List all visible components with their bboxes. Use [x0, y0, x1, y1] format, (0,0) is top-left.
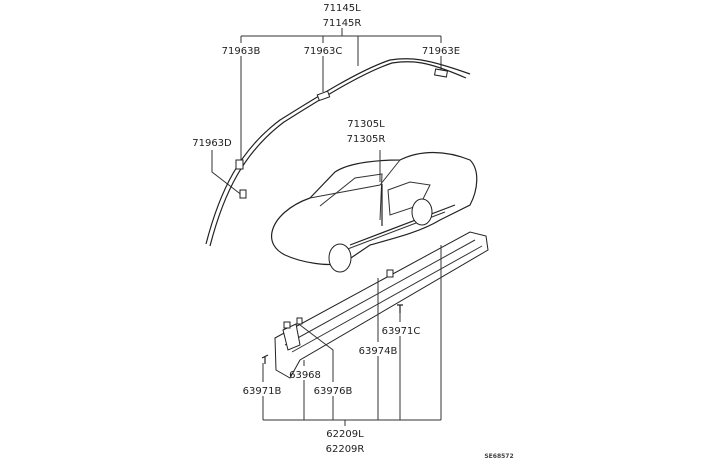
side-sill-garnish — [274, 231, 489, 379]
label-71305r: 71305R — [347, 134, 386, 145]
clip-icon — [235, 159, 244, 170]
label-71963d: 71963D — [192, 138, 232, 149]
roof-molding-leaders — [211, 28, 442, 197]
clip-icon — [283, 317, 303, 329]
label-63976b: 63976B — [314, 386, 353, 397]
screw-icon — [261, 354, 269, 364]
label-71305l: 71305L — [347, 119, 385, 130]
label-63971b: 63971B — [243, 386, 282, 397]
sill-leaders — [262, 245, 442, 426]
label-63971c: 63971C — [382, 326, 421, 337]
label-63968: 63968 — [289, 370, 321, 381]
label-71963c: 71963C — [304, 46, 343, 57]
label-71145r: 71145R — [323, 18, 362, 29]
label-71963b: 71963B — [222, 46, 261, 57]
clip-icon — [433, 68, 449, 78]
car-illustration — [270, 150, 478, 273]
label-62209r: 62209R — [326, 444, 365, 455]
label-71145l: 71145L — [323, 3, 361, 14]
clip-icon — [316, 90, 331, 102]
screw-icon — [397, 304, 403, 313]
label-63974b: 63974B — [359, 346, 398, 357]
label-62209l: 62209L — [326, 429, 364, 440]
label-71963e: 71963E — [422, 46, 460, 57]
clip-icon — [239, 189, 247, 199]
diagram-code: SE68572 — [484, 453, 513, 460]
clip-icon — [386, 269, 394, 278]
